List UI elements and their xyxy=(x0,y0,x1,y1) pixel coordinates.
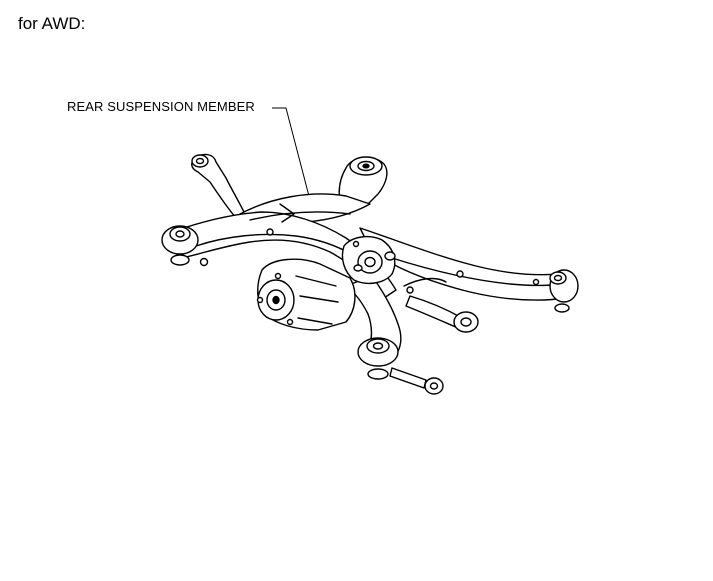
callout-leader-line xyxy=(272,107,311,201)
pinion-gear-unit xyxy=(341,235,396,285)
left-upper-link xyxy=(191,153,245,219)
differential-housing xyxy=(256,258,356,331)
page-heading: for AWD: xyxy=(18,14,86,33)
front-lower-bushing xyxy=(357,337,399,380)
callout-label-rear-suspension-member: REAR SUSPENSION MEMBER xyxy=(67,99,255,114)
lower-control-link xyxy=(403,277,479,333)
right-side-bushing xyxy=(549,269,579,313)
toe-control-link xyxy=(389,367,444,395)
right-rear-mount-tower xyxy=(338,156,388,207)
mounting-bolts xyxy=(199,228,540,294)
left-front-bushing xyxy=(161,225,199,266)
